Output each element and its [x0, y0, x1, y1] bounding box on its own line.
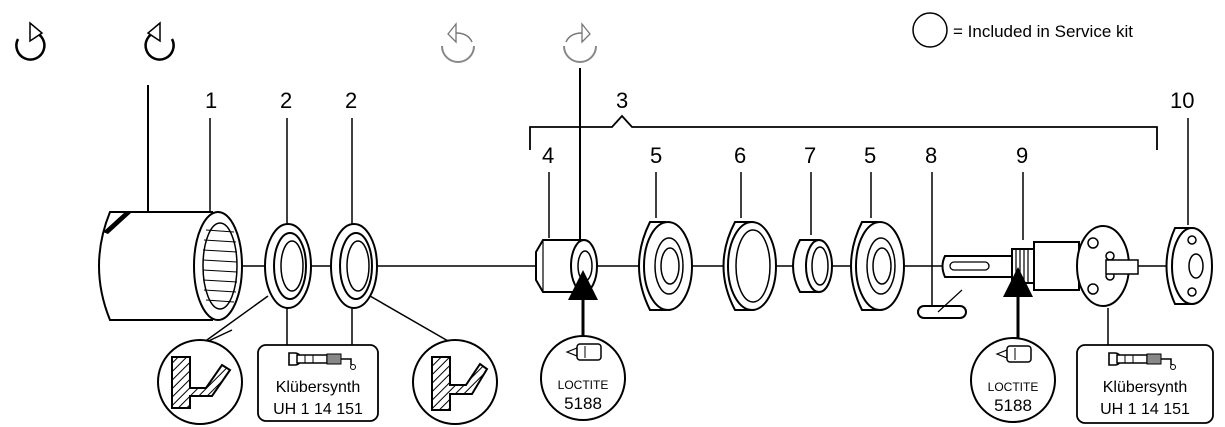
- adhesive-code: 5188: [564, 394, 602, 413]
- group-bracket: [529, 114, 1158, 150]
- adhesive-brand: LOCTITE: [988, 380, 1039, 394]
- part-number-2: 2: [280, 88, 292, 113]
- adhesive-code: 5188: [994, 396, 1032, 415]
- rotate-counterclockwise-icon: [441, 22, 475, 63]
- part-7-spacer: [792, 239, 833, 293]
- part-number-5: 5: [650, 143, 662, 168]
- part-1-sleeve: [98, 211, 243, 321]
- rotate-clockwise-icon: [563, 22, 597, 63]
- part-number-6: 6: [734, 143, 746, 168]
- part-number-5: 5: [864, 143, 876, 168]
- part-number-2: 2: [345, 88, 357, 113]
- adhesive-callout-1: LOCTITE 5188: [540, 335, 626, 421]
- legend-circle-icon: [912, 12, 948, 48]
- part-2-seal: [330, 223, 378, 309]
- part-5-bearing: [638, 221, 693, 311]
- rotate-counterclockwise-icon: [144, 21, 175, 61]
- part-number-1: 1: [205, 88, 217, 113]
- grease-name: Klübersynth: [276, 379, 361, 396]
- grease-gun-icon: [1108, 352, 1176, 370]
- grease-code: UH 1 14 151: [273, 401, 363, 418]
- part-number-4: 4: [542, 143, 554, 168]
- grease-gun-icon: [288, 352, 356, 370]
- part-9-shaft: [941, 225, 1139, 307]
- part-5-bearing: [850, 221, 905, 311]
- grease-callout-2: Klübersynth UH 1 14 151: [1076, 344, 1214, 424]
- part-number-3: 3: [616, 88, 628, 113]
- seal-cross-section-icon: [157, 339, 243, 425]
- part-number-10: 10: [1170, 88, 1194, 113]
- part-2-seal: [264, 223, 312, 309]
- part-10-disc: [1165, 227, 1213, 305]
- part-6-ring: [722, 221, 777, 311]
- part-number-7: 7: [804, 143, 816, 168]
- adhesive-bottle-icon: [565, 343, 602, 361]
- adhesive-callout-2: LOCTITE 5188: [970, 337, 1056, 423]
- legend-text: = Included in Service kit: [953, 22, 1133, 41]
- part-4-nut: [535, 239, 598, 293]
- grease-callout-1: Klübersynth UH 1 14 151: [257, 344, 379, 422]
- part-number-9: 9: [1016, 143, 1028, 168]
- seal-cross-section-icon: [412, 339, 498, 425]
- part-8-key: [917, 289, 967, 319]
- grease-code: UH 1 14 151: [1100, 401, 1190, 418]
- rotate-clockwise-icon: [15, 21, 46, 61]
- adhesive-bottle-icon: [995, 345, 1032, 363]
- part-number-8: 8: [925, 143, 937, 168]
- grease-name: Klübersynth: [1103, 379, 1188, 396]
- adhesive-brand: LOCTITE: [558, 378, 609, 392]
